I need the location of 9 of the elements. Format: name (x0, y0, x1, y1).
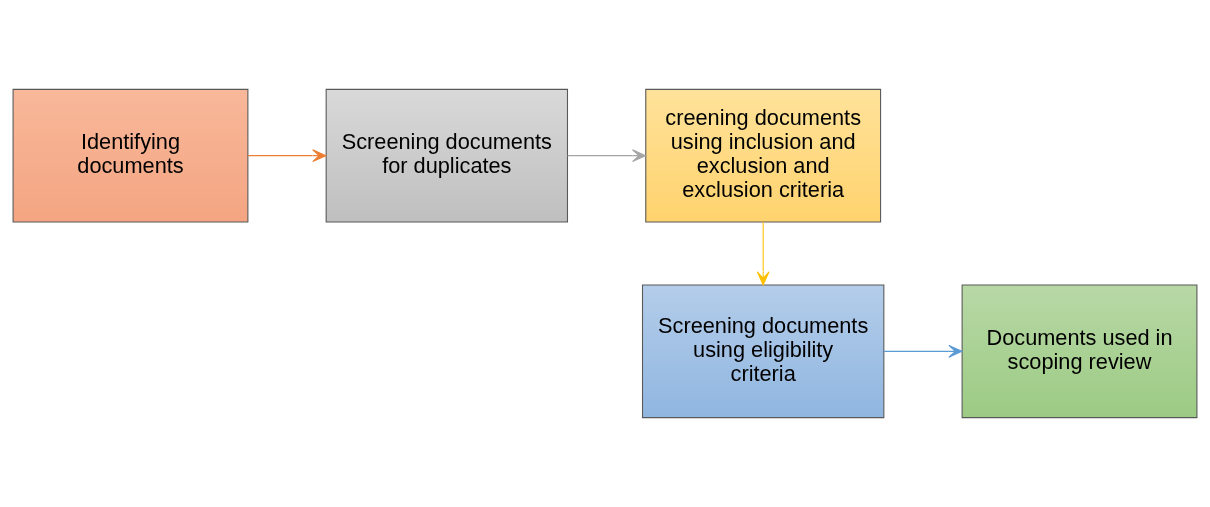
arrow (756, 221, 770, 286)
node-box: creening documents using inclusion and exclusion and exclusion criteria (645, 88, 882, 223)
arrow (883, 344, 963, 358)
node-box: Screening documents for duplicates (325, 88, 569, 223)
node-box: Documents used in scoping review (961, 284, 1198, 419)
node-box: Identifying documents (12, 88, 249, 223)
arrow (247, 149, 327, 163)
node-box: Screening documents using eligibility criteria (641, 284, 885, 419)
arrow (567, 149, 647, 163)
